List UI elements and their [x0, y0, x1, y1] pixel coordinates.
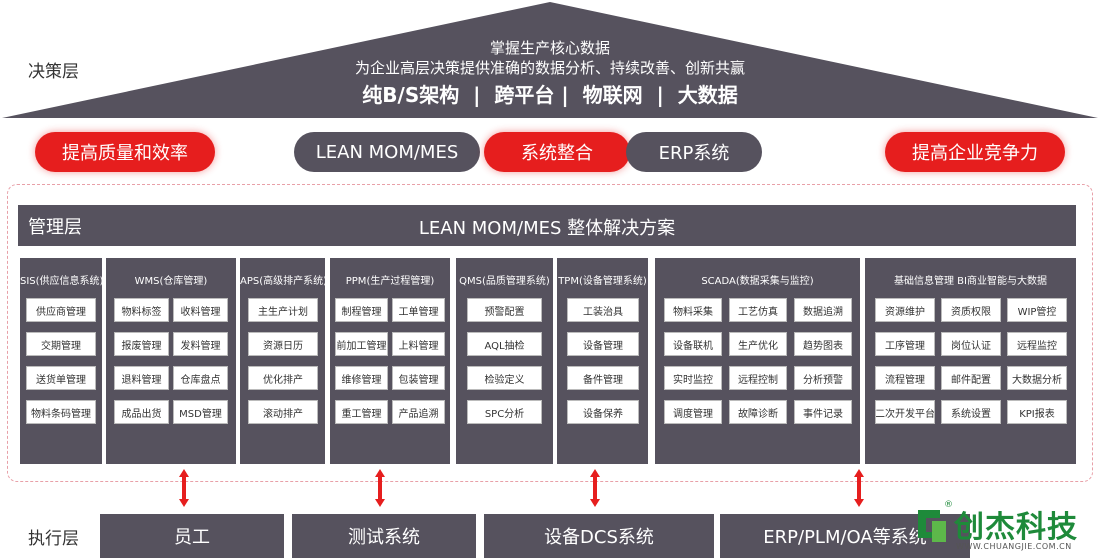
module-function-item: 交期管理 [26, 332, 96, 356]
module-function-item: 设备管理 [567, 332, 639, 356]
pill-system-integration: 系统整合 [484, 132, 630, 172]
module-title: QMS(品质管理系统) [459, 276, 550, 287]
module-function-item: 故障诊断 [729, 400, 787, 424]
module-function-item: 备件管理 [567, 366, 639, 390]
pill-competitiveness: 提高企业竞争力 [885, 132, 1065, 172]
module-function-item: 数据追溯 [794, 298, 852, 322]
module-function-item: 系统设置 [941, 400, 1001, 424]
module-function-item: 报废管理 [114, 332, 169, 356]
company-logo: ® 创杰科技 WWW.CHUANGJIE.COM.CN [908, 500, 1098, 556]
module-function-item: 滚动排产 [248, 400, 318, 424]
management-frame [7, 184, 1093, 482]
module-function-item: 岗位认证 [941, 332, 1001, 356]
module-function-item: 邮件配置 [941, 366, 1001, 390]
module-function-item: 前加工管理 [335, 332, 388, 356]
module-function-item: KPI报表 [1007, 400, 1067, 424]
module-function-item: 维修管理 [335, 366, 388, 390]
module-function-item: 供应商管理 [26, 298, 96, 322]
logo-mark-icon [918, 510, 946, 542]
double-arrow-icon [179, 469, 189, 507]
module-function-item: 发料管理 [173, 332, 228, 356]
module-function-item: 工序管理 [875, 332, 935, 356]
pill-erp-system: ERP系统 [626, 132, 762, 172]
module-function-item: 调度管理 [664, 400, 722, 424]
module-function-item: 优化排产 [248, 366, 318, 390]
module-function-item: 工装治具 [567, 298, 639, 322]
module-function-item: 物料标签 [114, 298, 169, 322]
module-function-item: 大数据分析 [1007, 366, 1067, 390]
module-title: 基础信息管理 BI商业智能与大数据 [894, 276, 1047, 287]
module-function-item: 远程控制 [729, 366, 787, 390]
module-function-item: 物料条码管理 [26, 400, 96, 424]
module-function-item: 生产优化 [729, 332, 787, 356]
module-function-item: 退料管理 [114, 366, 169, 390]
pill-lean-mom-mes: LEAN MOM/MES [294, 132, 480, 172]
module-function-item: 资源日历 [248, 332, 318, 356]
decision-line-2: 为企业高层决策提供准确的数据分析、持续改善、创新共赢 [354, 59, 745, 77]
module-column: SIS(供应信息系统) 供应商管理交期管理送货单管理物料条码管理 [20, 258, 104, 464]
module-function-item: 制程管理 [335, 298, 388, 322]
module-function-item: 分析预警 [794, 366, 852, 390]
module-function-item: 设备联机 [664, 332, 722, 356]
execution-layer-label: 执行层 [28, 529, 79, 549]
module-column: TPM(设备管理系统) 工装治具设备管理备件管理设备保养 [557, 258, 648, 464]
module-function-item: 工单管理 [392, 298, 445, 322]
exec-box-staff: 员工 [100, 514, 284, 558]
module-function-item: 远程监控 [1007, 332, 1067, 356]
module-function-item: 送货单管理 [26, 366, 96, 390]
module-function-item: 二次开发平台 [875, 400, 935, 424]
module-function-item: 资质权限 [941, 298, 1001, 322]
module-function-item: 工艺仿真 [729, 298, 787, 322]
module-function-item: 事件记录 [794, 400, 852, 424]
management-layer-label: 管理层 [28, 217, 82, 238]
module-title: PPM(生产过程管理) [345, 276, 435, 287]
double-arrow-icon [590, 469, 600, 507]
module-title: SIS(供应信息系统) [20, 276, 104, 287]
module-function-item: 上料管理 [392, 332, 445, 356]
decision-line-1: 掌握生产核心数据 [489, 39, 610, 57]
module-column: SCADA(数据采集与监控) 物料采集工艺仿真数据追溯设备联机生产优化趋势图表实时… [655, 258, 860, 464]
logo-url: WWW.CHUANGJIE.COM.CN [956, 542, 1072, 551]
double-arrow-icon [375, 469, 385, 507]
module-function-item: 趋势图表 [794, 332, 852, 356]
module-column: PPM(生产过程管理) 制程管理工单管理前加工管理上料管理维修管理包装管理重工管理… [330, 258, 450, 464]
logo-name: 创杰科技 [954, 510, 1078, 545]
exec-box-dcs-system: 设备DCS系统 [484, 514, 714, 558]
module-function-item: 预警配置 [467, 298, 542, 322]
module-function-item: 包装管理 [392, 366, 445, 390]
module-function-item: 物料采集 [664, 298, 722, 322]
module-title: SCADA(数据采集与监控) [701, 276, 814, 287]
module-function-item: 仓库盘点 [173, 366, 228, 390]
exec-box-test-system: 测试系统 [292, 514, 476, 558]
module-function-item: 重工管理 [335, 400, 388, 424]
double-arrow-icon [854, 469, 864, 507]
module-column: QMS(品质管理系统) 预警配置 AQL抽检检验定义 SPC分析 [456, 258, 553, 464]
management-title: LEAN MOM/MES 整体解决方案 [418, 218, 676, 239]
decision-line-3: 纯B/S架构 | 跨平台 | 物联网 | 大数据 [362, 83, 738, 107]
module-function-item: 收料管理 [173, 298, 228, 322]
module-function-item: 产品追溯 [392, 400, 445, 424]
module-function-item: 检验定义 [467, 366, 542, 390]
module-title: TPM(设备管理系统) [558, 276, 647, 287]
module-title: APS(高级排产系统) [240, 276, 328, 287]
decision-layer-label: 决策层 [28, 62, 79, 82]
module-function-item: 设备保养 [567, 400, 639, 424]
module-function-item: MSD管理 [173, 400, 228, 424]
module-function-item: SPC分析 [467, 400, 542, 424]
decision-roof [2, 2, 1098, 118]
pill-quality-efficiency: 提高质量和效率 [35, 132, 215, 172]
module-title: WMS(仓库管理) [134, 276, 208, 287]
module-function-item: 流程管理 [875, 366, 935, 390]
module-function-item: 资源维护 [875, 298, 935, 322]
logo-registered: ® [944, 500, 953, 510]
module-function-item: AQL抽检 [467, 332, 542, 356]
module-function-item: 实时监控 [664, 366, 722, 390]
module-function-item: 主生产计划 [248, 298, 318, 322]
module-function-item: WIP管控 [1007, 298, 1067, 322]
module-column: APS(高级排产系统) 主生产计划资源日历优化排产滚动排产 [240, 258, 328, 464]
module-function-item: 成品出货 [114, 400, 169, 424]
management-bar: 管理层 LEAN MOM/MES 整体解决方案 [18, 205, 1076, 246]
